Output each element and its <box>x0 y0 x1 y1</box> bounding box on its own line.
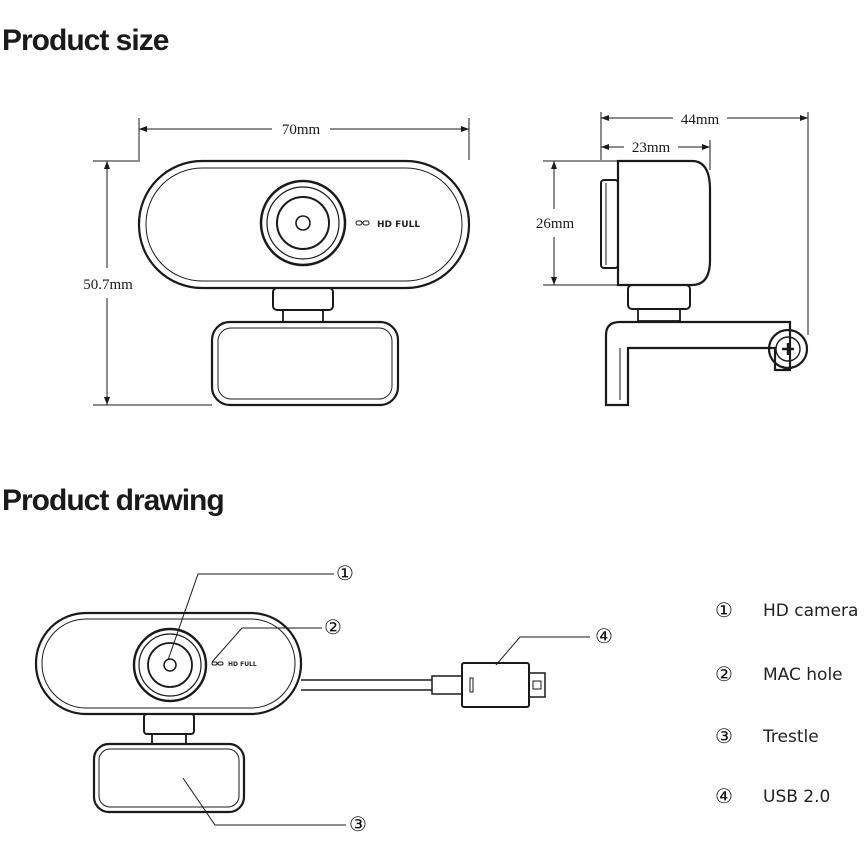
body-height-dimension: 26mm <box>536 216 575 232</box>
hd-full-marking: HD FULL <box>377 220 420 230</box>
callout-1: ① <box>336 561 354 585</box>
lens-center <box>295 215 311 231</box>
legend-label-mac-hole: MAC hole <box>763 665 843 685</box>
drawing-view: HD FULL ① ② ④ ③ <box>34 561 613 836</box>
callout-2: ② <box>324 615 342 639</box>
legend-label-hd-camera: HD camera <box>763 601 858 621</box>
front-view: 70mm 50.7mm HD FULL <box>83 118 471 407</box>
hinge-screw <box>767 328 809 370</box>
legend: ① HD camera ② MAC hole ③ Trestle ④ USB 2… <box>715 598 858 808</box>
legend-number-2: ② <box>715 662 733 686</box>
product-size-title: Product size <box>2 24 169 57</box>
legend-number-3: ③ <box>715 724 733 748</box>
legend-label-usb: USB 2.0 <box>763 787 830 807</box>
lens-outer-ring <box>259 179 347 267</box>
drawing-hd-full-marking: HD FULL <box>228 661 257 668</box>
mic-hole-icon <box>355 220 363 226</box>
total-depth-dimension: 44mm <box>681 112 720 128</box>
side-view: 44mm 23mm 26mm <box>536 112 809 407</box>
legend-label-trestle: Trestle <box>762 727 819 747</box>
product-drawing-title: Product drawing <box>2 484 225 517</box>
legend-number-4: ④ <box>715 784 733 808</box>
body-depth-dimension: 23mm <box>632 140 671 156</box>
height-dimension: 50.7mm <box>83 277 133 293</box>
callout-3: ③ <box>349 812 367 836</box>
legend-number-1: ① <box>715 598 733 622</box>
width-dimension: 70mm <box>282 122 321 138</box>
usb-plug <box>461 662 530 708</box>
callout-4: ④ <box>595 624 613 648</box>
